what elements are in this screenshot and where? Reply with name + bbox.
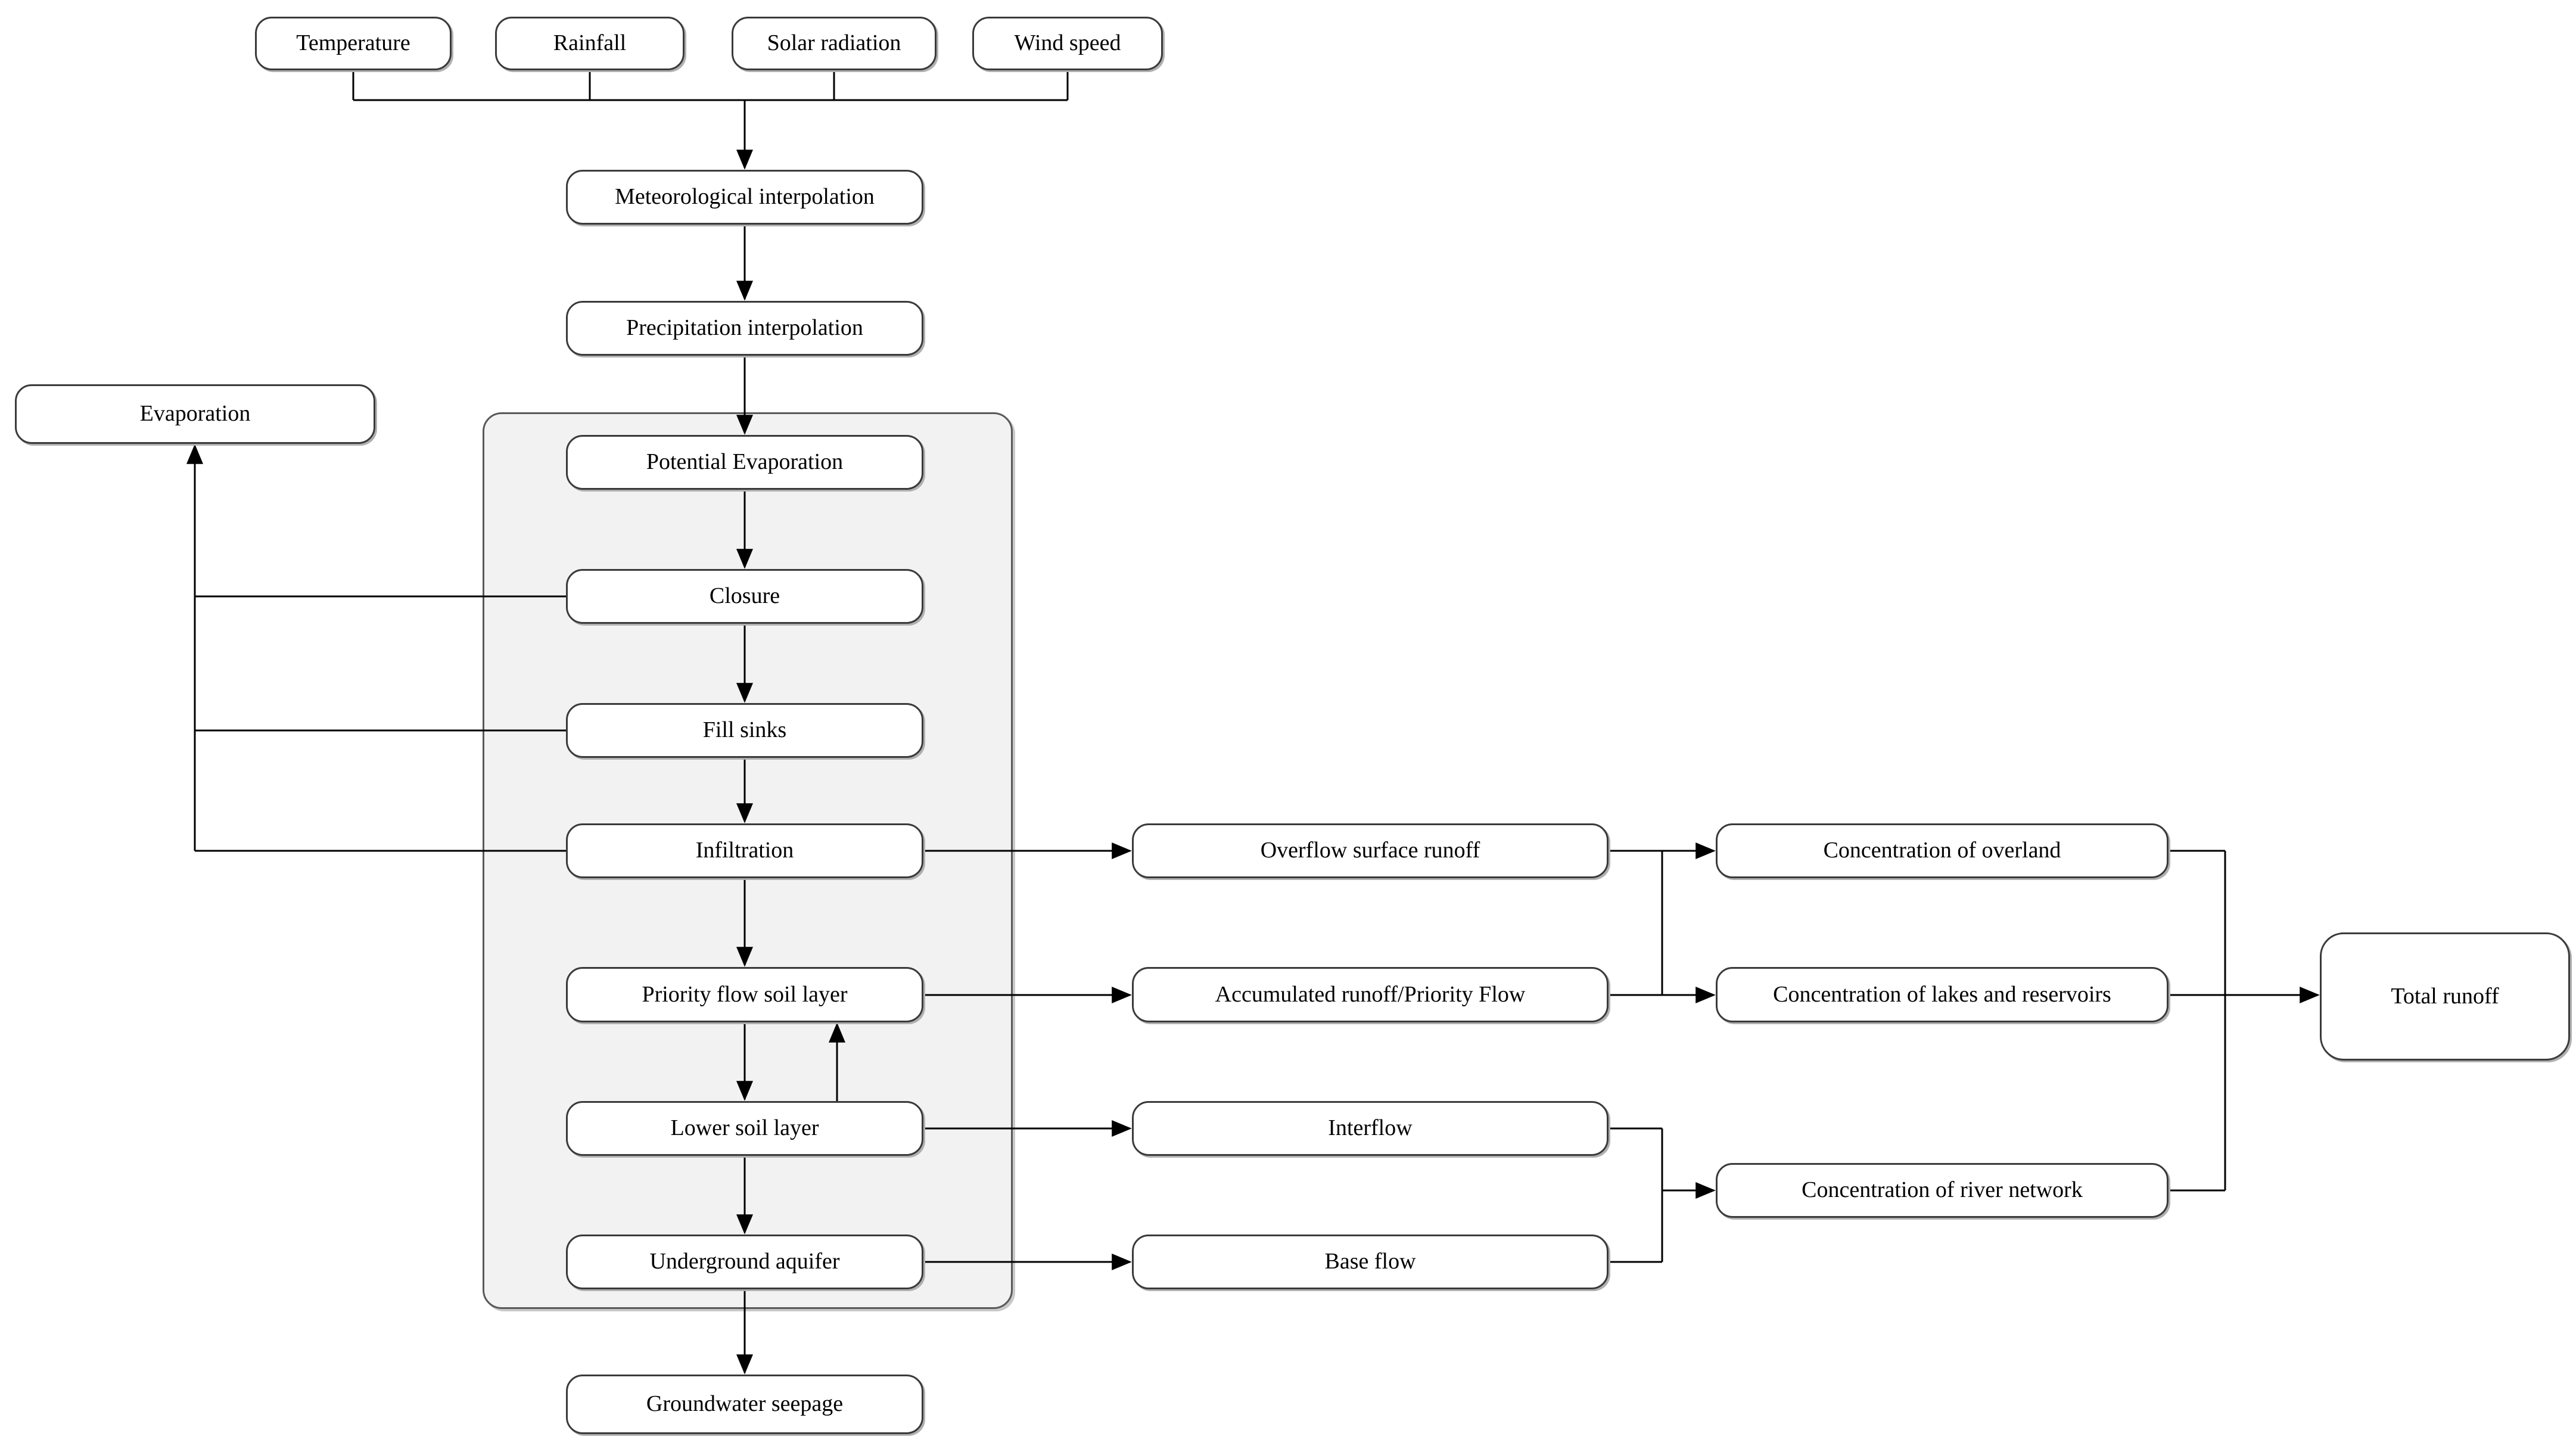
node-concentration-of-lakes-and-reservoirs-label: Concentration of lakes and reservoirs xyxy=(1773,981,2111,1007)
node-accumulated-runoff-priority-flow-label: Accumulated runoff/Priority Flow xyxy=(1215,981,1526,1007)
node-total-runoff-label: Total runoff xyxy=(2391,983,2499,1009)
node-meteorological-interpolation: Meteorological interpolation xyxy=(566,170,923,225)
node-groundwater-seepage: Groundwater seepage xyxy=(566,1375,923,1434)
node-total-runoff: Total runoff xyxy=(2320,932,2570,1061)
node-infiltration: Infiltration xyxy=(566,823,923,878)
node-evaporation-label: Evaporation xyxy=(139,401,251,427)
node-concentration-of-lakes-and-reservoirs: Concentration of lakes and reservoirs xyxy=(1716,967,2169,1022)
node-potential-evaporation-label: Potential Evaporation xyxy=(646,449,844,475)
node-solar-radiation-label: Solar radiation xyxy=(767,30,901,56)
node-lower-soil-layer-label: Lower soil layer xyxy=(670,1115,819,1141)
node-precipitation-interpolation: Precipitation interpolation xyxy=(566,301,923,356)
node-rainfall-label: Rainfall xyxy=(553,30,627,56)
node-interflow: Interflow xyxy=(1132,1101,1609,1156)
node-infiltration-label: Infiltration xyxy=(695,838,794,863)
node-priority-flow-soil-layer-label: Priority flow soil layer xyxy=(642,981,848,1007)
node-evaporation: Evaporation xyxy=(15,384,375,444)
node-temperature-label: Temperature xyxy=(296,30,410,56)
node-closure: Closure xyxy=(566,569,923,624)
node-base-flow: Base flow xyxy=(1132,1235,1609,1289)
node-accumulated-runoff-priority-flow: Accumulated runoff/Priority Flow xyxy=(1132,967,1609,1022)
node-precipitation-interpolation-label: Precipitation interpolation xyxy=(626,315,863,341)
node-meteorological-interpolation-label: Meteorological interpolation xyxy=(615,184,875,210)
node-concentration-of-overland: Concentration of overland xyxy=(1716,823,2169,878)
node-overflow-surface-runoff-label: Overflow surface runoff xyxy=(1260,838,1480,863)
node-base-flow-label: Base flow xyxy=(1324,1249,1416,1274)
node-concentration-of-river-network-label: Concentration of river network xyxy=(1802,1177,2083,1203)
node-lower-soil-layer: Lower soil layer xyxy=(566,1101,923,1156)
node-concentration-of-overland-label: Concentration of overland xyxy=(1823,838,2061,863)
node-potential-evaporation: Potential Evaporation xyxy=(566,435,923,490)
node-rainfall: Rainfall xyxy=(495,17,685,70)
node-concentration-of-river-network: Concentration of river network xyxy=(1716,1163,2169,1218)
node-wind-speed-label: Wind speed xyxy=(1014,30,1121,56)
node-underground-aquifer-label: Underground aquifer xyxy=(649,1249,840,1274)
node-groundwater-seepage-label: Groundwater seepage xyxy=(646,1391,844,1417)
node-overflow-surface-runoff: Overflow surface runoff xyxy=(1132,823,1609,878)
node-priority-flow-soil-layer: Priority flow soil layer xyxy=(566,967,923,1022)
node-fill-sinks-label: Fill sinks xyxy=(702,717,787,743)
node-underground-aquifer: Underground aquifer xyxy=(566,1235,923,1289)
node-interflow-label: Interflow xyxy=(1328,1115,1413,1141)
node-fill-sinks: Fill sinks xyxy=(566,703,923,758)
node-solar-radiation: Solar radiation xyxy=(732,17,937,70)
node-closure-label: Closure xyxy=(709,583,780,609)
node-temperature: Temperature xyxy=(255,17,452,70)
node-wind-speed: Wind speed xyxy=(972,17,1163,70)
